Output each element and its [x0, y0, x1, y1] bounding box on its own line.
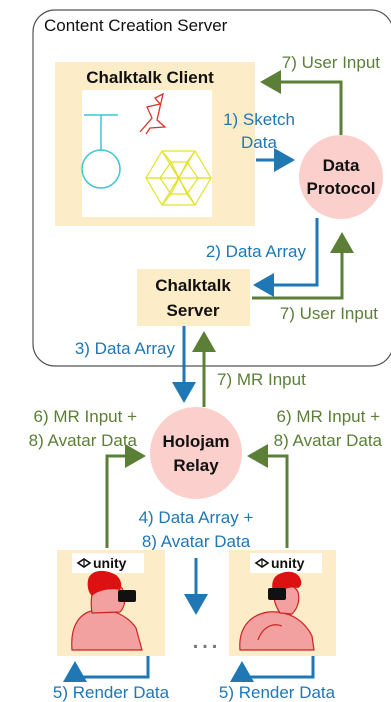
data-protocol-line1: Data	[323, 156, 360, 175]
edge-render-right	[230, 655, 315, 682]
label-user-input-mid: 7) User Input	[280, 304, 379, 323]
label-right-up-1: 6) MR Input +	[277, 407, 381, 426]
edge-data-array-2	[253, 218, 319, 297]
person-vr-left-icon	[71, 570, 143, 651]
label-data-array-3: 3) Data Array	[75, 339, 176, 358]
data-protocol-node	[299, 135, 383, 219]
edge-left-device-up	[105, 444, 146, 548]
server-container	[32, 9, 391, 367]
hypercube-sketch	[145, 150, 212, 206]
data-protocol-line2: Protocol	[307, 179, 376, 198]
label-left-up-2: 8) Avatar Data	[29, 431, 138, 450]
edge-render-left	[63, 655, 150, 682]
edge-right-device-up	[247, 444, 289, 548]
label-left-up-1: 6) MR Input +	[34, 407, 138, 426]
label-sketch-data-2: Data	[241, 133, 277, 152]
server-title: Content Creation Server	[44, 16, 228, 35]
pendulum-sketch	[81, 114, 121, 189]
edge-user-input-mid	[252, 232, 354, 300]
left-device: unity	[57, 550, 165, 656]
label-right-up-2: 8) Avatar Data	[274, 431, 383, 450]
right-unity-brand: unity	[271, 555, 305, 571]
holojam-relay-line2: Relay	[173, 456, 219, 475]
ellipsis: …	[190, 622, 220, 655]
edge-user-input-top	[260, 70, 343, 135]
label-down-1: 4) Data Array +	[139, 508, 254, 527]
chalktalk-server-line1: Chalktalk	[155, 276, 231, 295]
right-device: unity	[229, 550, 336, 656]
chalktalk-server-box	[137, 269, 250, 326]
holojam-relay-node	[150, 407, 242, 499]
unity-logo-icon	[76, 558, 92, 568]
right-unity-logo: unity	[250, 553, 322, 573]
scribble-sketch	[139, 92, 167, 135]
label-data-array-2: 2) Data Array	[206, 242, 307, 261]
left-unity-logo: unity	[72, 553, 144, 573]
holojam-relay-line1: Holojam	[162, 432, 229, 451]
chalktalk-server-line2: Server	[167, 301, 220, 320]
left-unity-brand: unity	[93, 555, 127, 571]
sketch-canvas	[82, 90, 212, 217]
label-render-left: 5) Render Data	[53, 683, 170, 702]
label-mr-input: 7) MR Input	[217, 370, 306, 389]
label-user-input-top: 7) User Input	[282, 53, 381, 72]
label-render-right: 5) Render Data	[219, 683, 336, 702]
label-sketch-data-1: 1) Sketch	[223, 110, 295, 129]
label-down-2: 8) Avatar Data	[142, 532, 251, 551]
person-vr-right-icon	[239, 571, 315, 651]
chalktalk-client-title: Chalktalk Client	[86, 68, 214, 87]
unity-logo-icon	[254, 558, 270, 568]
